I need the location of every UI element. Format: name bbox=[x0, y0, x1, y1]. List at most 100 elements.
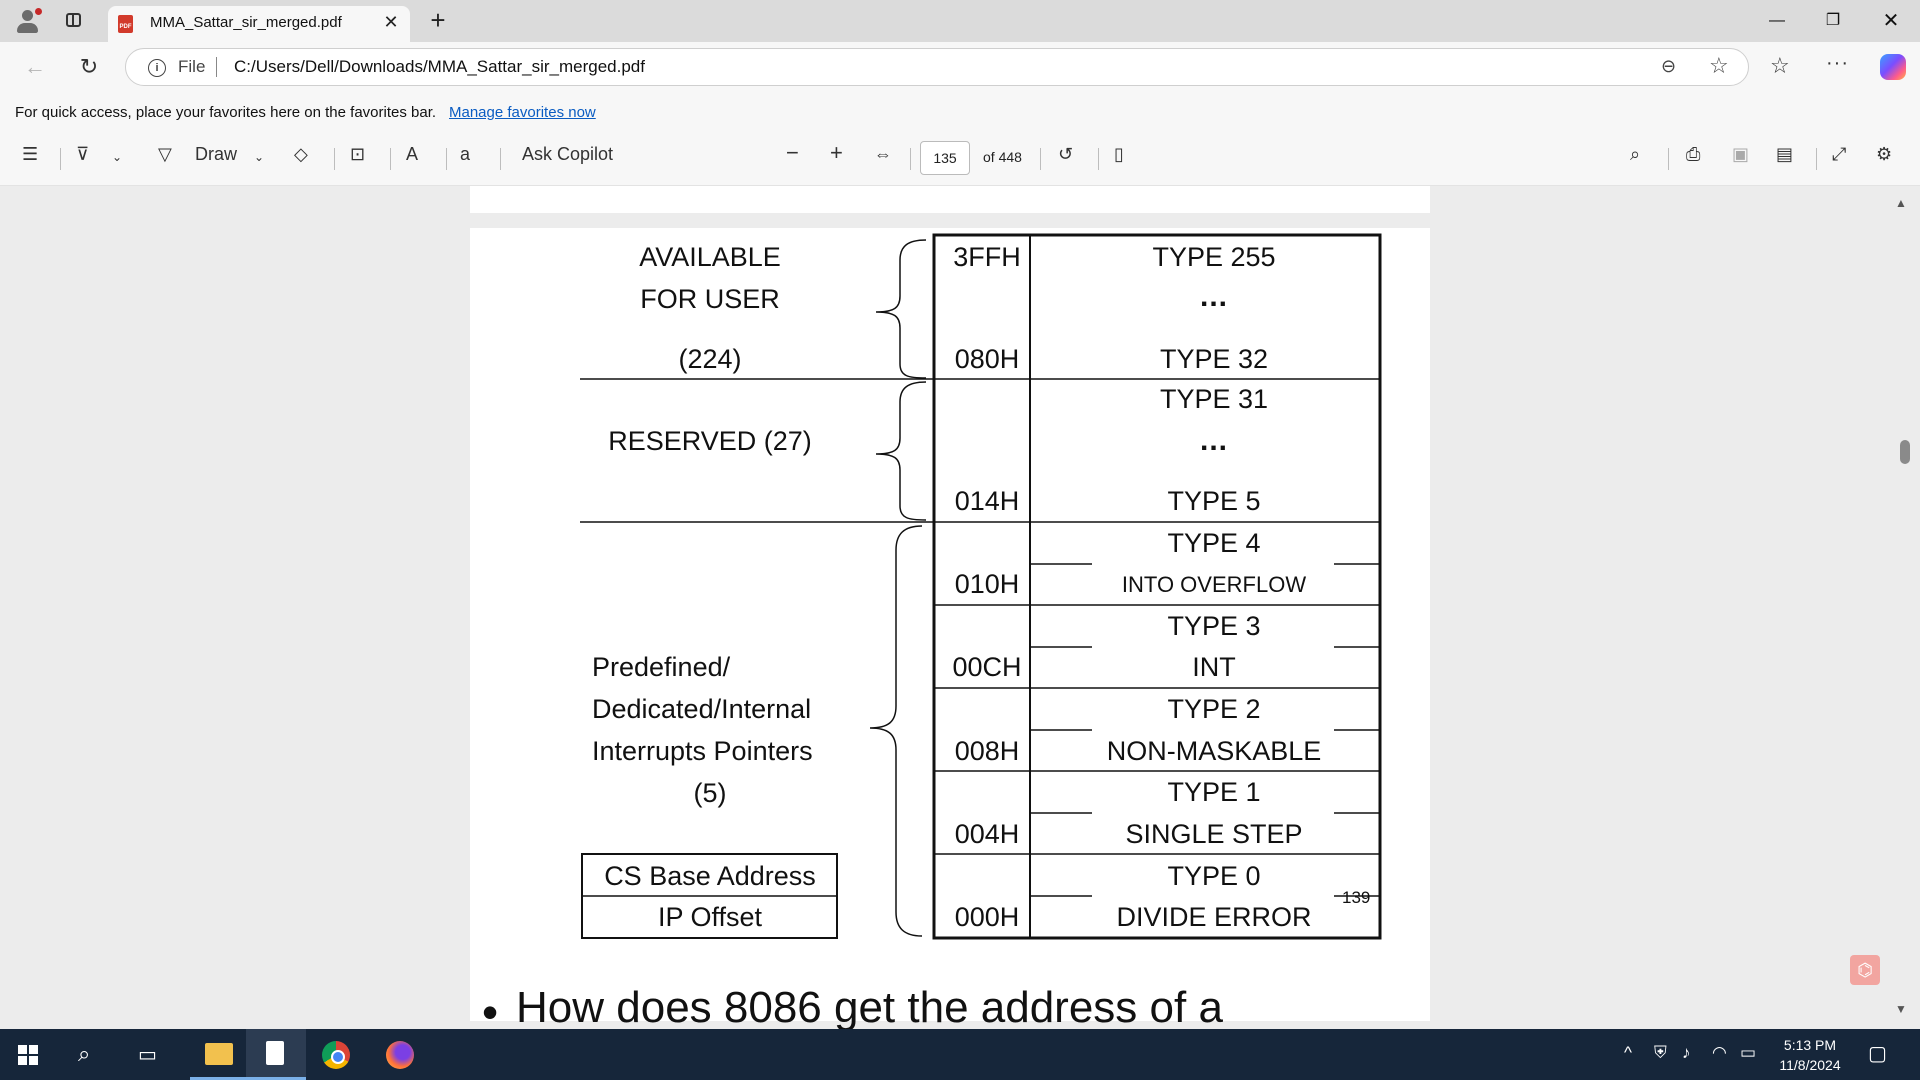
tab-title: MMA_Sattar_sir_merged.pdf bbox=[150, 14, 342, 31]
divider bbox=[60, 148, 61, 170]
reload-icon[interactable]: ↻ bbox=[79, 54, 99, 79]
task-view-icon[interactable]: ▭ bbox=[138, 1044, 157, 1066]
close-window-button[interactable]: ✕ bbox=[1882, 10, 1900, 32]
battery-icon[interactable]: ▭ bbox=[1740, 1043, 1757, 1062]
notifications-icon[interactable]: ▢ bbox=[1868, 1043, 1887, 1065]
address-bar[interactable]: i File C:/Users/Dell/Downloads/MMA_Satta… bbox=[125, 48, 1749, 86]
scroll-up-arrow-icon[interactable]: ▲ bbox=[1895, 196, 1907, 210]
fullscreen-icon[interactable]: ⤢ bbox=[1832, 144, 1847, 164]
print-icon[interactable]: ⎙ bbox=[1686, 144, 1701, 164]
clock-time: 5:13 PM bbox=[1783, 1037, 1837, 1053]
scroll-down-arrow-icon[interactable]: ▼ bbox=[1895, 1002, 1907, 1016]
read-aloud-icon[interactable]: A bbox=[406, 144, 419, 164]
eraser-icon[interactable]: ◇ bbox=[294, 144, 308, 164]
draw-icon[interactable]: ▽ bbox=[158, 144, 172, 164]
type-32-label: TYPE 32 bbox=[1159, 344, 1269, 374]
favorites-list-icon[interactable]: ☆ bbox=[1770, 53, 1790, 78]
scrollbar-thumb[interactable] bbox=[1900, 440, 1910, 464]
security-shield-icon[interactable]: ⛨ bbox=[1654, 1043, 1667, 1062]
url-text[interactable]: C:/Users/Dell/Downloads/MMA_Sattar_sir_m… bbox=[234, 57, 645, 76]
text-box-icon[interactable]: ⊡ bbox=[350, 144, 366, 164]
favorites-hint: For quick access, place your favorites h… bbox=[15, 104, 437, 121]
chevron-down-icon[interactable]: ⌄ bbox=[254, 150, 265, 164]
available-label-line2: FOR USER bbox=[640, 284, 780, 314]
ip-offset: IP Offset bbox=[657, 902, 763, 932]
contents-list-icon[interactable]: ☰ bbox=[22, 144, 39, 164]
fit-width-icon[interactable]: ⇔ bbox=[874, 144, 892, 164]
divider bbox=[216, 57, 217, 77]
more-options-icon[interactable]: ··· bbox=[1826, 52, 1849, 74]
address-bar-row: ← ↻ i File C:/Users/Dell/Downloads/MMA_S… bbox=[0, 42, 1920, 94]
address-cell: 004H bbox=[954, 819, 1020, 849]
page-number-input[interactable]: 135 bbox=[920, 141, 970, 175]
available-label-line1: AVAILABLE bbox=[639, 242, 781, 272]
site-info-icon[interactable]: i bbox=[148, 59, 166, 77]
notepad-icon[interactable] bbox=[246, 1029, 306, 1080]
file-explorer-icon[interactable] bbox=[190, 1029, 250, 1080]
draw-label[interactable]: Draw bbox=[195, 144, 238, 164]
save-icon[interactable]: ▣ bbox=[1732, 144, 1750, 164]
reserved-label: RESERVED (27) bbox=[608, 426, 812, 456]
address-cell: 008H bbox=[954, 736, 1020, 766]
available-count: (224) bbox=[678, 344, 742, 374]
firefox-icon[interactable] bbox=[370, 1029, 430, 1080]
pdf-document-area[interactable]: AVAILABLE FOR USER (224) RESERVED (27) P… bbox=[0, 186, 1920, 1029]
type-255-label: TYPE 255 bbox=[1152, 242, 1276, 272]
zoom-out-button[interactable]: − bbox=[786, 140, 799, 165]
browser-tab-active[interactable]: PDF MMA_Sattar_sir_merged.pdf ✕ bbox=[108, 6, 410, 42]
type-3-description: INT bbox=[1192, 652, 1236, 682]
predefined-label-line1: Predefined/ bbox=[592, 652, 731, 682]
back-arrow-icon[interactable]: ← bbox=[24, 54, 46, 79]
type-2-description: NON-MASKABLE bbox=[1106, 736, 1322, 766]
address-cell: 014H bbox=[954, 486, 1020, 516]
volume-icon[interactable]: ♪ bbox=[1682, 1043, 1691, 1062]
favorite-star-icon[interactable]: ☆ bbox=[1709, 53, 1729, 78]
tab-close-icon[interactable]: ✕ bbox=[383, 12, 399, 32]
manage-favorites-link[interactable]: Manage favorites now bbox=[449, 104, 596, 121]
address-cell: 000H bbox=[954, 902, 1020, 932]
search-icon[interactable]: ⌕ bbox=[78, 1041, 91, 1066]
copilot-icon[interactable] bbox=[1880, 54, 1906, 80]
clock-date: 11/8/2024 bbox=[1779, 1057, 1841, 1073]
title-bar: PDF MMA_Sattar_sir_merged.pdf ✕ + — ❐ ✕ bbox=[0, 0, 1920, 42]
ellipsis: ... bbox=[1199, 424, 1229, 457]
divider bbox=[1040, 148, 1041, 170]
divider bbox=[1668, 148, 1669, 170]
profile-avatar-icon[interactable] bbox=[14, 8, 42, 34]
divider bbox=[334, 148, 335, 170]
wifi-icon[interactable]: ◠ bbox=[1712, 1043, 1727, 1062]
ask-copilot-button[interactable]: Ask Copilot bbox=[522, 144, 614, 164]
divider bbox=[390, 148, 391, 170]
pdf-file-icon: PDF bbox=[118, 15, 133, 33]
zoom-in-button[interactable]: + bbox=[830, 140, 843, 165]
chrome-icon[interactable] bbox=[306, 1029, 366, 1080]
page-view-icon[interactable]: ▯ bbox=[1114, 144, 1124, 164]
pdf-toolbar: ☰ ⊽ ⌄ ▽ Draw ⌄ ◇ ⊡ A a Ask Copilot − + ⇔… bbox=[0, 130, 1920, 186]
chevron-down-icon[interactable]: ⌄ bbox=[112, 150, 123, 164]
restore-button[interactable]: ❐ bbox=[1825, 12, 1841, 29]
ellipsis: ... bbox=[1199, 280, 1229, 313]
translate-icon[interactable]: a bbox=[460, 144, 471, 164]
favorites-bar: For quick access, place your favorites h… bbox=[0, 94, 1920, 130]
interrupt-vector-table-diagram bbox=[580, 233, 1382, 940]
save-as-icon[interactable]: ▤ bbox=[1776, 144, 1794, 164]
rotate-icon[interactable]: ↺ bbox=[1058, 144, 1074, 164]
minimize-button[interactable]: — bbox=[1769, 12, 1785, 29]
type-5-label: TYPE 5 bbox=[1167, 486, 1261, 516]
acrobat-icon[interactable]: ⌬ bbox=[1850, 955, 1880, 985]
tab-actions-icon[interactable] bbox=[66, 13, 81, 27]
windows-taskbar: ⌕ ▭ ^ ⛨ ♪ ◠ ▭ 5:13 PM 11/8/2024 ▢ bbox=[0, 1029, 1920, 1080]
zoom-out-icon[interactable]: ⊖ bbox=[1661, 56, 1677, 76]
new-tab-button[interactable]: + bbox=[430, 5, 446, 35]
search-icon[interactable]: ⌕ bbox=[1630, 144, 1641, 164]
divider bbox=[1098, 148, 1099, 170]
windows-start-icon[interactable] bbox=[18, 1045, 38, 1065]
bullet-icon: • bbox=[482, 986, 499, 1029]
settings-gear-icon[interactable]: ⚙ bbox=[1876, 144, 1893, 164]
clock[interactable]: 5:13 PM 11/8/2024 bbox=[1760, 1037, 1860, 1073]
cs-base-address: CS Base Address bbox=[604, 861, 816, 891]
divider bbox=[1816, 148, 1817, 170]
show-hidden-icons-chevron[interactable]: ^ bbox=[1624, 1043, 1632, 1062]
highlight-icon[interactable]: ⊽ bbox=[76, 144, 90, 164]
pdf-page-previous bbox=[470, 186, 1430, 213]
